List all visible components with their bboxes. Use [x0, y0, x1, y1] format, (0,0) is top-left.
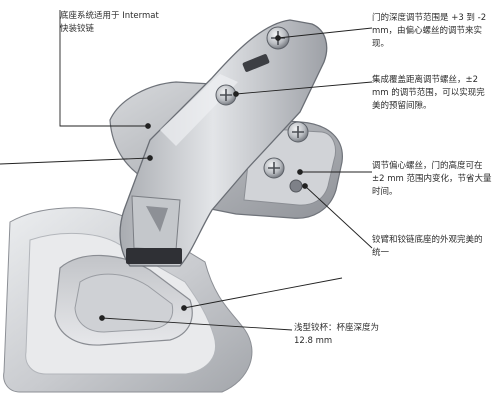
- annotation-shallow-cup: 浅型铰杯：杯座深度为 12.8 mm: [294, 323, 380, 346]
- leader-arm: [0, 157, 151, 165]
- leader-depth: [277, 27, 373, 39]
- hole-icon: [289, 179, 303, 193]
- overlay-adjust-screw-icon: [215, 84, 237, 106]
- leader-base: [59, 10, 148, 127]
- annotation-base-system: 底座系统适用于 Intermat 快装铰链: [60, 11, 159, 34]
- leader-plate: [183, 277, 343, 309]
- annotation-uniform-appearance: 铰臂和铰链底座的外观完美的 统一: [372, 235, 483, 258]
- leader-integrated: [235, 81, 373, 95]
- annotation-height-adjust: 调节偏心螺丝，门的高度可在 ±2 mm 范围内变化，节省大量 时间。: [372, 161, 492, 197]
- leader-cup: [101, 317, 293, 331]
- leader-lines: [0, 10, 373, 331]
- annotation-depth-adjust: 门的深度调节范围是 +3 到 -2 mm，由偏心螺丝的调节来实 现。: [372, 13, 487, 49]
- hinge-arm: [119, 19, 328, 267]
- base-screw-icon: [287, 121, 309, 143]
- leader-uniform: [304, 185, 373, 249]
- eccentric-screw-icon: [263, 157, 285, 179]
- annotation-overlay-adjust: 集成覆盖距离调节螺丝，±2 mm 的调节范围，可以实现完 美的预留间隙。: [372, 75, 485, 111]
